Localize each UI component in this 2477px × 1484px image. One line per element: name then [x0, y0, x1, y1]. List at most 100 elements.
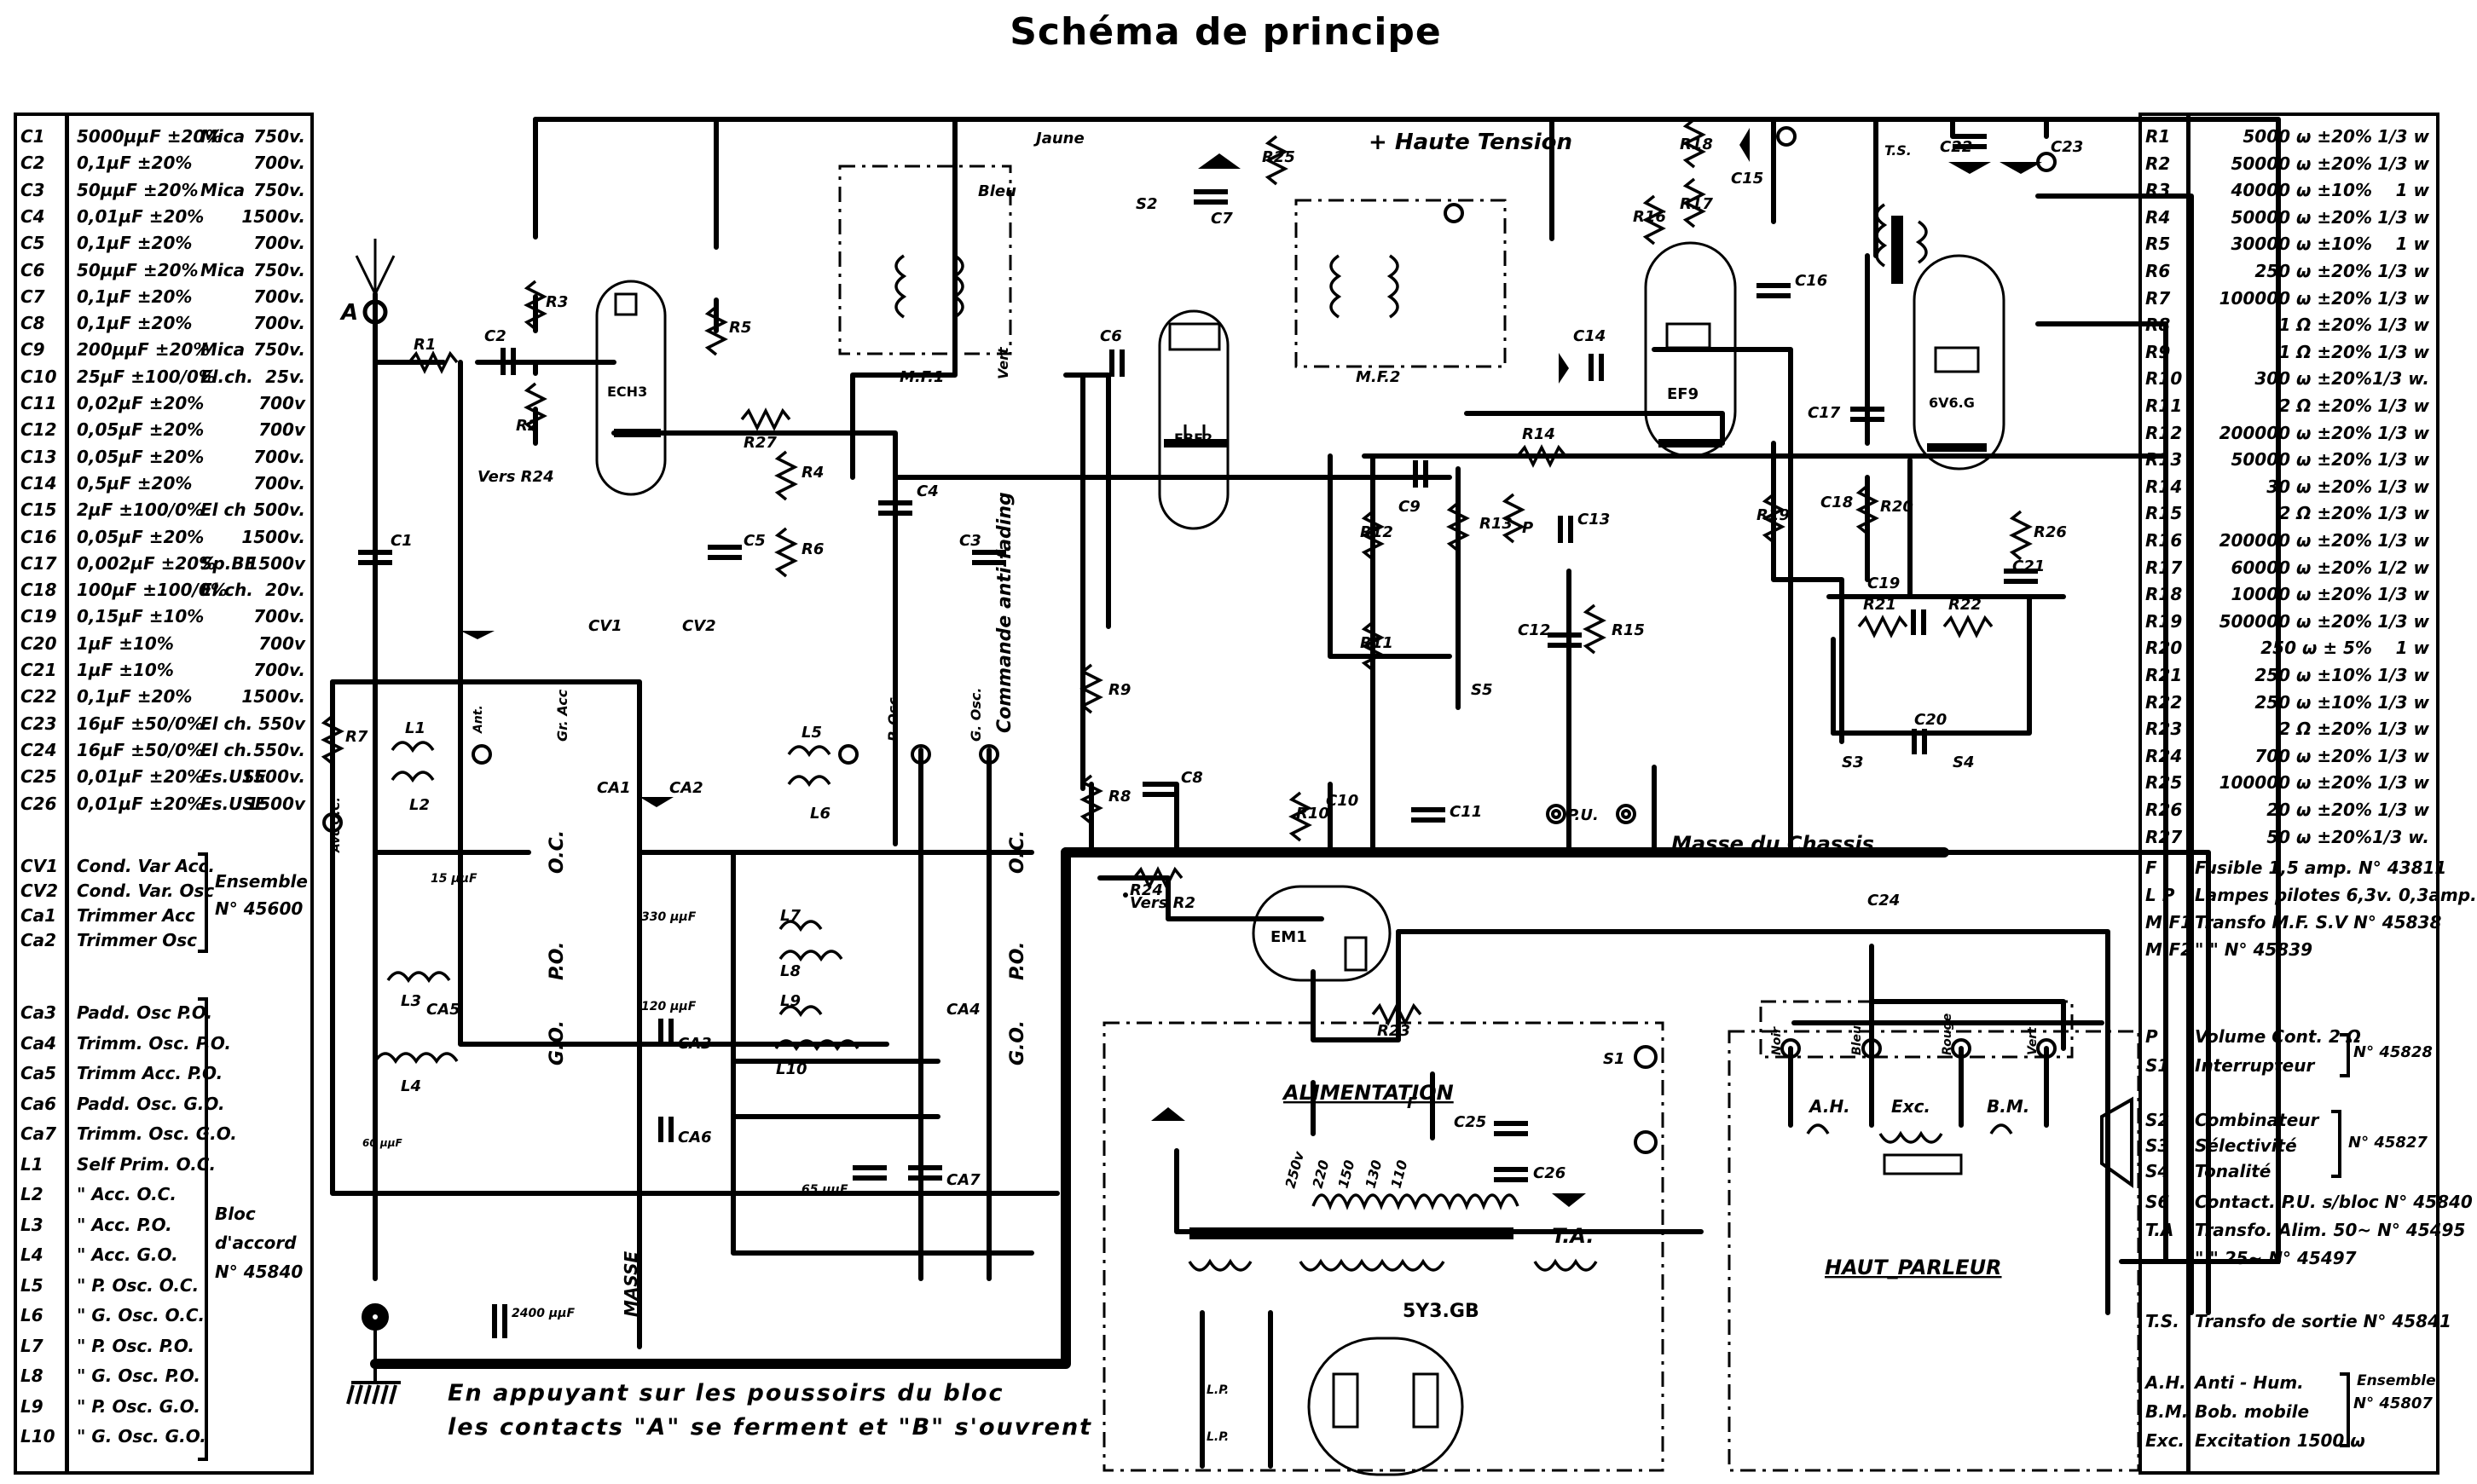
capacitor-c22: [1953, 134, 1987, 149]
speaker-terminal-label: Rouge: [1941, 1013, 1954, 1055]
component-ref-r13: R13: [1479, 515, 1513, 533]
component-ref-c21: C21: [2012, 557, 2045, 575]
part-desc: Anti - Hum.: [2195, 1372, 2304, 1393]
component-ref-l8: L8: [780, 962, 801, 980]
mf2-can: [1294, 199, 1507, 368]
component-ref-s3: S3: [1842, 754, 1864, 771]
component-ref-c12: C12: [1518, 621, 1550, 639]
capacitor-c19: [1911, 609, 1926, 635]
component-ref-r27: R27: [744, 434, 777, 452]
tube-em1: [1252, 885, 1392, 982]
resistor-r8: [1079, 774, 1103, 825]
component-ref-c3: C3: [959, 532, 981, 550]
lp-label-1: L.P.: [1207, 1383, 1229, 1397]
part-ref: R6: [2145, 261, 2171, 281]
part-ref: C1: [20, 126, 45, 147]
coil-ta-primary: [1311, 1193, 1519, 1210]
resistor-r25: [1265, 135, 1288, 186]
tube-label-em1: EM1: [1270, 928, 1307, 946]
part-ref: L9: [20, 1395, 43, 1417]
resistor-r4: [774, 450, 798, 501]
part-value: 200000 ω ±20%: [2219, 530, 2372, 551]
part-value: 300 ω ±20%: [2254, 368, 2372, 390]
part-value: 250 ω ±20%: [2254, 261, 2372, 281]
part-ref: L8: [20, 1366, 43, 1386]
part-ref: R4: [2145, 206, 2171, 228]
part-value: 0,15µF ±10%: [77, 606, 205, 627]
resistor-symbols: [321, 118, 2033, 1026]
resistor-r10: [1288, 791, 1312, 842]
component-ref-c26: C26: [1533, 1164, 1565, 1182]
component-ref-c19: C19: [1867, 575, 1900, 592]
tube-label-ef9: EF9: [1667, 385, 1699, 403]
part-wattage: 1/3 w.: [2372, 826, 2429, 847]
part-wattage: 1/3 w: [2377, 800, 2429, 820]
masse-chassis-label: Masse du Chassis: [1671, 832, 1874, 856]
part-ref: R1: [2145, 126, 2171, 147]
ground-icons: [460, 128, 2042, 1207]
speaker-terminal-label: Bleu: [1850, 1025, 1864, 1055]
mains-tap-label: 220: [1310, 1158, 1333, 1190]
component-ref-r5: R5: [729, 319, 751, 337]
part-dielectric: Sp.BF: [200, 552, 257, 574]
capacitor-c20: [1912, 729, 1927, 754]
resistor-r24: [1132, 866, 1184, 890]
component-ref-c17: C17: [1808, 404, 1841, 422]
mains-tap-label: 250v: [1282, 1149, 1308, 1190]
tube-5y3gb: [1307, 1337, 1464, 1476]
earth-icon: [346, 1303, 401, 1405]
part-voltage: 550v.: [253, 739, 305, 760]
trimmer-coil-row: L7" P. Osc. P.O.: [17, 1336, 310, 1363]
part-value: 0,01µF ±20%: [77, 205, 205, 227]
part-wattage: 1/3 w: [2377, 610, 2429, 632]
part-wattage: 1/3 w: [2377, 665, 2429, 685]
mains-tap-label: 150: [1335, 1158, 1358, 1190]
part-ref: M.F1: [2145, 912, 2193, 933]
component-ref-r14: R14: [1522, 425, 1555, 443]
tube-label-5y3gb: 5Y3.GB: [1403, 1301, 1479, 1322]
component-ref-l4: L4: [401, 1077, 421, 1095]
bracket: [198, 997, 208, 1461]
part-dielectric: Es.USE: [200, 766, 267, 788]
resistor-r2: [524, 382, 547, 433]
component-ref-l2: L2: [409, 796, 430, 814]
part-voltage: 700v.: [253, 313, 305, 334]
coil-ta-lamps: [1188, 1258, 1253, 1272]
component-ref-c15: C15: [1731, 170, 1763, 188]
part-voltage: 700v.: [253, 446, 305, 467]
haut-parleur-title: HAUT_PARLEUR: [1825, 1256, 2002, 1279]
resistor-r22: [1942, 615, 1994, 638]
part-desc: " G. Osc. P.O.: [77, 1366, 200, 1386]
part-value: 5000 ω ±20%: [2243, 126, 2372, 147]
tube-labels: ECH3 EBF2 EF9 6V6.G EM1 5Y3.GB: [607, 384, 1975, 1322]
speaker-coil-label: Exc.: [1891, 1096, 1930, 1117]
resistor-r11: [1361, 621, 1385, 672]
part-ref: R7: [2145, 287, 2171, 309]
resistor-r18: [1682, 118, 1706, 169]
coil-l6: [787, 775, 831, 788]
capacitor-c5: [708, 545, 742, 560]
part-desc: Transfo. Alim. 50~ N° 45495: [2195, 1220, 2466, 1240]
